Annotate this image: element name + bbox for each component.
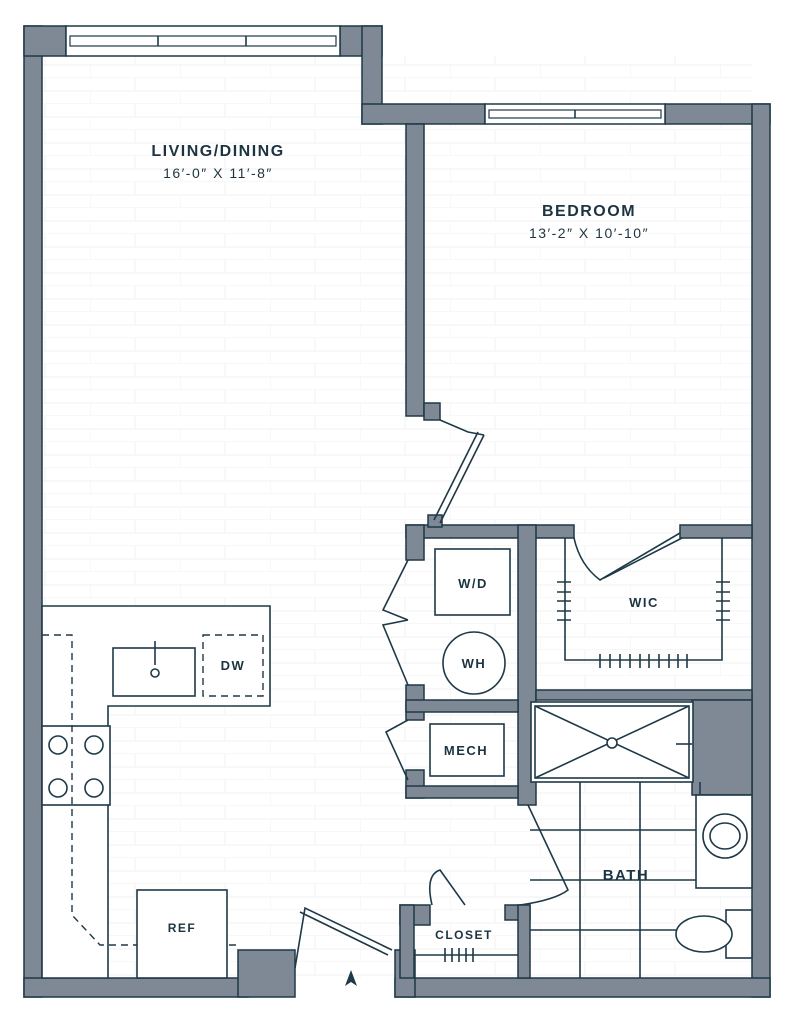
bedroom-label: BEDROOM: [542, 203, 636, 220]
living-window: [65, 25, 341, 57]
refrigerator: [136, 889, 228, 979]
exterior-walls: [23, 25, 771, 998]
water-heater: [442, 631, 506, 695]
bath-fixtures: [414, 701, 753, 978]
washer-dryer-label: W/D: [458, 576, 488, 591]
entry-arrow-icon: [345, 970, 357, 986]
water-heater-label: WH: [462, 656, 487, 671]
bedroom-window: [484, 103, 666, 125]
closet-rod: [414, 948, 518, 962]
bath-label: BATH: [603, 867, 650, 884]
living-room-dimensions: 16′-0″ X 11′-8″: [163, 165, 273, 181]
mech-unit: [429, 723, 505, 777]
bedroom-dimensions: 13′-2″ X 10′-10″: [529, 225, 649, 241]
kitchen: [41, 605, 271, 979]
closet-label: CLOSET: [435, 928, 493, 942]
living-room-label: LIVING/DINING: [151, 143, 284, 160]
doors: [294, 419, 683, 969]
toilet-bowl: [675, 915, 733, 953]
washer-dryer: [434, 548, 511, 616]
dishwasher-label: DW: [221, 658, 246, 673]
wic-label: WIC: [629, 595, 659, 610]
dishwasher: [202, 634, 264, 697]
mech-label: MECH: [444, 743, 488, 758]
refrigerator-label: REF: [168, 921, 197, 935]
wic-shelving: [557, 538, 730, 668]
floor-area: [42, 56, 752, 978]
interior-walls: [399, 123, 753, 979]
